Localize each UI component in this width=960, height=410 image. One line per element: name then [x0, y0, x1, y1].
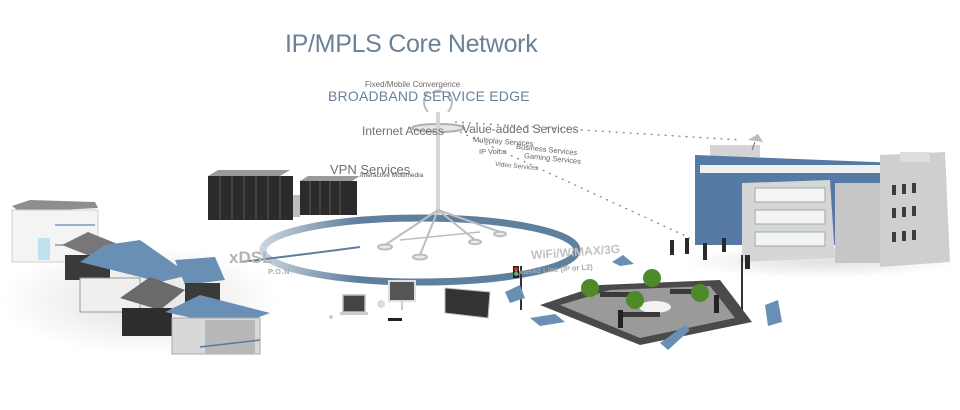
- office-building-icon: [670, 134, 960, 310]
- ip-voice-label: IP Voice: [479, 147, 507, 156]
- residential-houses-icon: [0, 200, 280, 355]
- edge-title: BROADBAND SERVICE EDGE: [328, 88, 530, 104]
- vpn-services-label: VPN Services: [330, 162, 411, 177]
- xdsl-label: xDSL: [229, 248, 273, 267]
- core-ring: [239, 214, 581, 286]
- diagram-title: IP/MPLS Core Network: [285, 30, 538, 58]
- interactive-multimedia-label: Interactive Multimedia: [360, 172, 424, 179]
- service-edge-tower-icon: [377, 89, 507, 261]
- value-added-services-label: Value-added Services: [462, 122, 579, 136]
- home-devices-icon: [329, 280, 491, 321]
- dotted-links: [454, 121, 741, 239]
- internet-access-label: Internet Access: [362, 124, 445, 138]
- server-racks-icon: [208, 170, 360, 220]
- pon-label: P.O.N.: [268, 267, 293, 276]
- edge-subtitle: Fixed/Mobile Convergence: [365, 80, 461, 89]
- public-square-icon: [505, 255, 782, 350]
